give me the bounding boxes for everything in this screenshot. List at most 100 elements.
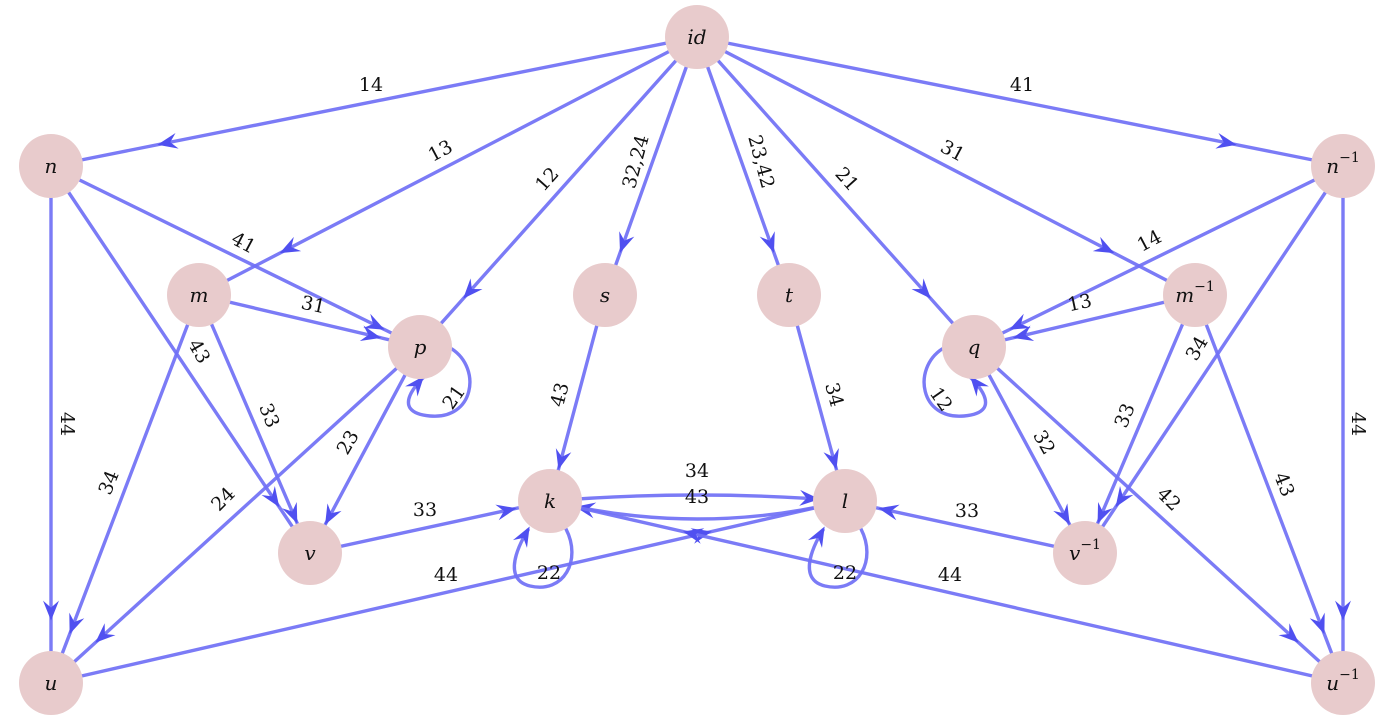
node-id-circle [665,5,729,69]
node-n-name: n [45,154,58,178]
e-l-k-label: 34 [685,460,709,482]
e-p-p-label: 21 [438,381,470,413]
e-mi-q-label: 13 [1066,290,1094,317]
e-s-k [548,293,607,503]
e-n-p [49,164,422,349]
e-ui-k [548,499,1345,685]
e-ui-k-arrow [682,528,705,544]
node-q-name: q [968,335,981,359]
e-mi-vi-arrow [1097,501,1113,524]
e-id-ni-arrow [1215,132,1237,149]
e-m-u-arrow [69,612,85,635]
node-m: m [167,263,231,327]
e-k-l-arrow [799,489,820,506]
e-mi-q-arrow [1012,325,1035,342]
e-ni-ui [1335,164,1351,685]
node-k-label: k [544,489,556,513]
node-vi-circle [1053,521,1117,585]
e-mi-ui-line [1193,293,1345,685]
node-p: p [388,315,452,379]
e-l-l-arrow [807,526,825,548]
node-u-name: u [45,671,58,695]
node-m-circle [167,263,231,327]
e-ni-vi-line [1083,164,1345,555]
e-q-ui [972,345,1345,685]
node-ni-label: n−1 [1326,150,1360,178]
e-k-k-label: 22 [537,562,561,584]
node-n-label: n [45,154,58,178]
node-mi-exponent: −1 [1194,279,1215,295]
e-id-t [695,35,791,297]
e-m-p-arrow [359,325,382,342]
e-vi-l [843,499,1087,555]
e-k-k [512,526,574,589]
node-s-name: s [600,283,610,307]
e-mi-ui-label: 43 [1269,469,1298,500]
node-mi-label: m−1 [1175,279,1215,307]
e-t-l-label: 34 [820,380,848,409]
node-l-label: l [842,489,848,513]
e-n-u-label: 44 [56,412,78,436]
node-t-label: t [785,283,794,307]
e-m-v [197,293,312,555]
node-v: v [278,521,342,585]
e-u-l-line [49,499,847,685]
e-mi-ui [1193,293,1345,685]
e-q-ui-arrow [1278,623,1299,643]
node-l-name: l [842,489,848,513]
node-ui-exponent: −1 [1339,667,1360,683]
e-n-u-arrow [43,600,60,621]
e-v-k [308,499,552,555]
e-ni-vi-label: 34 [1182,333,1213,365]
node-p-label: p [414,335,427,359]
e-mi-vi-label: 33 [1110,400,1139,431]
e-id-n-label: 14 [359,74,383,96]
node-vi-label: v−1 [1069,537,1101,565]
node-v-label: v [304,541,316,565]
e-k-l [548,489,847,506]
e-n-v-label: 43 [183,336,214,368]
node-ui-name: u [1326,671,1339,695]
node-q-label: q [968,335,981,359]
e-q-vi-arrow [1053,503,1070,525]
e-ni-vi-arrow [1115,486,1134,508]
e-l-l [807,526,869,589]
node-n: n [19,134,83,198]
e-p-u [49,345,422,685]
node-u: u [19,651,83,715]
e-q-q-label: 12 [925,383,957,415]
e-m-u-line [49,293,201,685]
e-q-ui-line [972,345,1345,685]
e-id-mi-arrow [1092,236,1115,254]
e-ni-vi [1083,164,1345,555]
e-q-q-line [922,347,988,418]
e-ui-k-label: 44 [938,564,962,586]
e-id-q [695,35,976,349]
node-vi-name: v [1069,541,1081,565]
e-p-v-arrow [325,503,342,525]
node-l: l [813,469,877,533]
node-p-name: p [414,335,427,359]
e-ui-k-line [548,499,1345,685]
node-v-circle [278,521,342,585]
e-m-p [197,293,422,349]
e-m-p-label: 31 [299,292,327,319]
node-u-label: u [45,671,58,695]
node-id-name: id [687,25,706,49]
node-ni: n−1 [1311,134,1375,198]
node-s: s [573,263,637,327]
node-ni-circle [1311,134,1375,198]
e-p-v-label: 23 [333,427,364,459]
e-ni-q-label: 14 [1134,226,1166,257]
node-vi: v−1 [1053,521,1117,585]
e-m-v-label: 33 [254,400,283,431]
e-ni-ui-label: 44 [1347,412,1369,436]
node-s-circle [573,263,637,327]
e-m-u [49,293,201,685]
e-p-p [405,347,472,418]
node-p-circle [388,315,452,379]
e-id-t-arrow [759,231,775,253]
e-u-l-label: 44 [434,564,458,586]
e-m-v-line [197,293,312,555]
